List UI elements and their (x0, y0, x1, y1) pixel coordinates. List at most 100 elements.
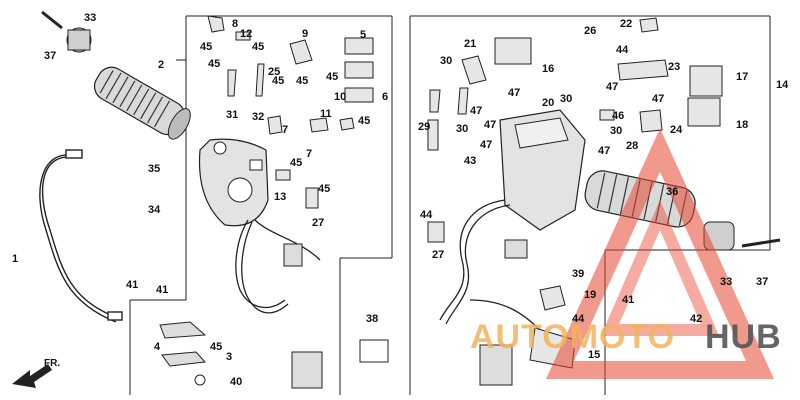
front-arrow: FR. (12, 358, 60, 388)
callout-number: 16 (542, 63, 554, 75)
callout-number: 30 (610, 125, 622, 137)
coupler-right (479, 344, 513, 386)
callout-number: 1 (12, 253, 18, 265)
callout-number: 38 (366, 313, 378, 325)
throttle-grip (41, 10, 191, 140)
watermark-text-part1: AUTOMOTO (470, 318, 675, 356)
callout-number: 44 (572, 313, 585, 325)
bracket-4 (159, 321, 207, 339)
callout-number: 29 (418, 121, 430, 133)
callout-number: 36 (666, 186, 678, 198)
callout-number: 18 (736, 119, 748, 131)
front-arrow-icon (12, 364, 52, 388)
callout-number: 47 (508, 87, 520, 99)
callout-number: 10 (334, 91, 346, 103)
callout-number: 14 (776, 79, 789, 91)
throttle-cable (39, 149, 123, 323)
callout-number: 45 (208, 58, 220, 70)
callout-number: 3 (226, 351, 232, 363)
callout-number: 24 (670, 124, 683, 136)
callout-number: 41 (126, 279, 138, 291)
right-wiring (439, 199, 541, 331)
bracket-19 (539, 285, 566, 311)
callout-number: 34 (148, 204, 161, 216)
left-frame-lines (129, 15, 393, 395)
callout-number: 5 (360, 29, 366, 41)
callout-number: 22 (620, 18, 632, 30)
callout-number: 33 (720, 276, 732, 288)
callout-labels: 1234567789101112131415161718192021222324… (12, 12, 789, 388)
callout-number: 15 (588, 349, 600, 361)
callout-number: 40 (230, 376, 242, 388)
callout-number: 47 (480, 139, 492, 151)
watermark-logo: AUTOMOTO HUB (470, 128, 782, 379)
callout-number: 2 (158, 59, 164, 71)
callout-number: 26 (584, 25, 596, 37)
callout-number: 30 (440, 55, 452, 67)
connector-right (504, 239, 528, 259)
callout-number: 37 (756, 276, 768, 288)
callout-number: 8 (232, 18, 238, 30)
callout-number: 45 (358, 115, 370, 127)
callout-number: 25 (268, 66, 280, 78)
callout-number: 45 (272, 75, 284, 87)
bracket-3 (161, 351, 207, 367)
callout-number: 27 (432, 249, 444, 261)
callout-number: 7 (282, 124, 288, 136)
callout-number: 30 (456, 123, 468, 135)
callout-number: 43 (464, 155, 476, 167)
callout-number: 45 (296, 75, 308, 87)
right-switch-housing (499, 109, 586, 231)
callout-number: 20 (542, 97, 554, 109)
callout-number: 11 (320, 108, 332, 120)
callout-number: 46 (612, 110, 624, 122)
callout-number: 17 (736, 71, 748, 83)
left-wiring (235, 219, 321, 314)
callout-number: 12 (240, 28, 252, 40)
callout-number: 37 (44, 50, 56, 62)
watermark-triangle (546, 128, 774, 379)
callout-number: 27 (312, 217, 324, 229)
callout-number: 33 (84, 12, 96, 24)
coupler-left (291, 351, 323, 389)
callout-number: 39 (572, 268, 584, 280)
callout-number: 32 (252, 111, 264, 123)
callout-number: 47 (484, 119, 496, 131)
callout-number: 30 (560, 93, 572, 105)
callout-number: 6 (382, 91, 388, 103)
callout-number: 13 (274, 191, 286, 203)
watermark-text-part2: HUB (705, 318, 782, 356)
callout-number: 45 (318, 183, 330, 195)
callout-number: 28 (626, 140, 638, 152)
callout-number: 47 (606, 81, 618, 93)
callout-number: 47 (598, 145, 610, 157)
watermark-inner-triangle (600, 199, 720, 336)
callout-number: 42 (690, 313, 702, 325)
callout-number: 47 (652, 93, 664, 105)
left-switch-housing (198, 138, 269, 227)
callout-number: 31 (226, 109, 238, 121)
screw-40 (194, 374, 206, 386)
callout-number: 35 (148, 163, 160, 175)
left-small-parts (207, 15, 374, 209)
callout-number: 47 (470, 105, 482, 117)
callout-number: 23 (668, 61, 680, 73)
callout-number: 44 (420, 209, 433, 221)
callout-number: 45 (210, 341, 222, 353)
callout-number: 45 (290, 157, 302, 169)
callout-number: 44 (616, 44, 629, 56)
callout-number: 41 (156, 284, 168, 296)
callout-number: 4 (154, 341, 161, 353)
connector-left (283, 243, 303, 267)
callout-number: 45 (200, 41, 212, 53)
callout-number: 7 (306, 148, 312, 160)
front-label: FR. (44, 358, 60, 369)
callout-number: 21 (464, 38, 476, 50)
callout-number: 45 (252, 41, 264, 53)
callout-number: 41 (622, 294, 634, 306)
callout-number: 9 (302, 28, 308, 40)
callout-number: 45 (326, 71, 338, 83)
callout-number: 19 (584, 289, 596, 301)
